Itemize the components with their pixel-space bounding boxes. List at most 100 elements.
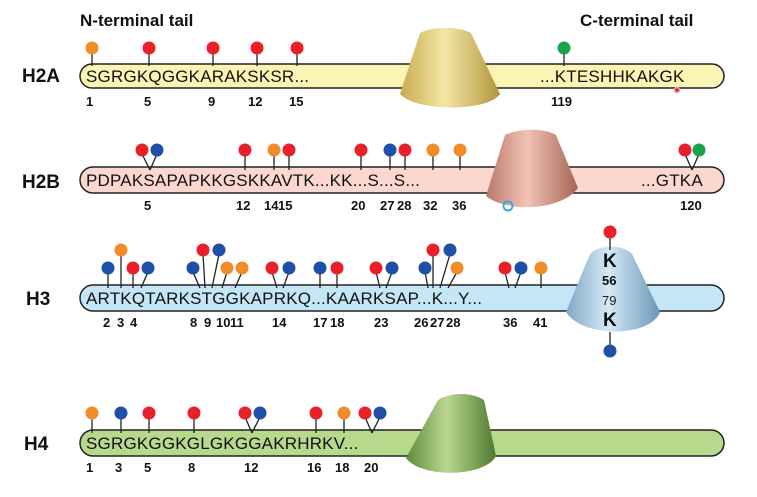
methylation-pin: [126, 261, 140, 275]
residue-number: 20: [364, 460, 378, 475]
residue-number: 11: [230, 315, 244, 330]
acetylation-pin: [212, 243, 226, 257]
acetylation-pin: [141, 261, 155, 275]
methylation-pin: [196, 243, 210, 257]
residue-number: 17: [313, 315, 327, 330]
residue-number: 1: [86, 94, 93, 109]
residue-number: 28: [446, 315, 460, 330]
h2a-n-residue-numbers: 1 5 9 12 15: [86, 94, 303, 109]
acetylation-pin: [603, 344, 617, 358]
residue-number: 5: [144, 94, 151, 109]
h3-core-top-number: 56: [602, 273, 616, 288]
methylation-pin: [398, 143, 412, 157]
h3-core-bottom-number: 79: [602, 293, 616, 308]
ubiquitination-pin: [557, 41, 571, 55]
methylation-pin: [282, 143, 296, 157]
n-terminal-header: N-terminal tail: [80, 11, 193, 30]
methylation-pin: [290, 41, 304, 55]
acetylation-pin: [186, 261, 200, 275]
residue-number: 3: [115, 460, 122, 475]
histone-name-h2b: H2B: [22, 172, 60, 193]
h2b-small-ring-mark: [502, 200, 514, 212]
h4-residue-numbers: 1 3 5 8 12 16 18 20: [86, 460, 378, 475]
c-terminal-header: C-terminal tail: [580, 11, 693, 30]
h2b-globular-core: [486, 129, 578, 208]
acetylation-pin: [313, 261, 327, 275]
residue-number: 41: [533, 315, 547, 330]
h3-modification-pins: [101, 225, 617, 358]
h2b-modification-pins: [135, 143, 706, 171]
methylation-pin: [678, 143, 692, 157]
residue-number: 2: [103, 315, 110, 330]
histone-name-h2a: H2A: [22, 66, 60, 87]
methylation-pin: [142, 41, 156, 55]
methylation-pin: [187, 406, 201, 420]
acetylation-pin: [282, 261, 296, 275]
acetylation-pin: [150, 143, 164, 157]
residue-number: 10: [216, 315, 230, 330]
methylation-pin: [142, 406, 156, 420]
phosphorylation-pin: [453, 143, 467, 157]
phosphorylation-pin: [85, 41, 99, 55]
residue-number: 9: [204, 315, 211, 330]
phosphorylation-pin: [426, 143, 440, 157]
h2b-n-sequence: PDPAKSAPAPKKGSKKAVTK...KK...S...S...: [86, 171, 420, 190]
methylation-pin: [369, 261, 383, 275]
phosphorylation-pin: [114, 243, 128, 257]
h2a-modification-pins: [85, 41, 571, 66]
acetylation-pin: [383, 143, 397, 157]
residue-number: 32: [423, 198, 437, 213]
h4-c-tail-bar: [473, 429, 725, 457]
phosphorylation-pin: [235, 261, 249, 275]
phosphorylation-pin: [534, 261, 548, 275]
histone-h2a-row: H2A SGRGKQGGKARAKSKSR... ...KTESHHKAKGK …: [22, 27, 725, 109]
methylation-pin: [206, 41, 220, 55]
methylation-pin: [309, 406, 323, 420]
histone-name-h3: H3: [26, 289, 50, 310]
residue-number: 12: [244, 460, 258, 475]
acetylation-pin: [418, 261, 432, 275]
h3-core-top-letter: K: [603, 251, 617, 272]
h3-tail-bar: [79, 284, 725, 312]
methylation-pin: [426, 243, 440, 257]
h3-core-bottom-letter: K: [603, 310, 617, 331]
histone-h4-row: H4 SGRGKGGKGLGKGGAKRHRKV... 1 3 5 8 12 1…: [24, 394, 725, 475]
residue-number: 12: [248, 94, 262, 109]
residue-number: 16: [307, 460, 321, 475]
residue-number: 26: [414, 315, 428, 330]
methylation-pin: [330, 261, 344, 275]
acetylation-pin: [253, 406, 267, 420]
histone-name-h4: H4: [24, 434, 49, 455]
methylation-pin: [358, 406, 372, 420]
methylation-pin: [498, 261, 512, 275]
residue-number: 3: [117, 315, 124, 330]
acetylation-pin: [514, 261, 528, 275]
acetylation-pin: [373, 406, 387, 420]
methylation-pin: [354, 143, 368, 157]
residue-number: 9: [208, 94, 215, 109]
residue-number: 120: [680, 198, 702, 213]
residue-number: 5: [144, 198, 151, 213]
residue-number: 36: [452, 198, 466, 213]
histone-h2b-row: H2B PDPAKSAPAPKKGSKKAVTK...KK...S...S...…: [22, 129, 725, 213]
residue-number: 14: [264, 198, 279, 213]
h2a-c-sequence: ...KTESHHKAKGK: [540, 67, 685, 86]
residue-number: 8: [190, 315, 197, 330]
residue-number: 15: [289, 94, 303, 109]
h2a-globular-core: [400, 27, 500, 108]
residue-number: 12: [236, 198, 250, 213]
h2a-small-mark: [673, 86, 681, 94]
phosphorylation-pin: [85, 406, 99, 420]
residue-number: 15: [278, 198, 292, 213]
residue-number: 27: [430, 315, 444, 330]
h4-n-sequence: SGRGKGGKGLGKGGAKRHRKV...: [86, 434, 358, 453]
residue-number: 119: [551, 94, 572, 109]
residue-number: 4: [130, 315, 138, 330]
phosphorylation-pin: [267, 143, 281, 157]
h4-modification-pins: [85, 406, 387, 434]
methylation-pin: [238, 406, 252, 420]
h2a-n-sequence: SGRGKQGGKARAKSKSR...: [86, 67, 309, 86]
h3-n-sequence: ARTKQTARKSTGGKAPRKQ...KAARKSAP...K...Y..…: [86, 289, 482, 308]
